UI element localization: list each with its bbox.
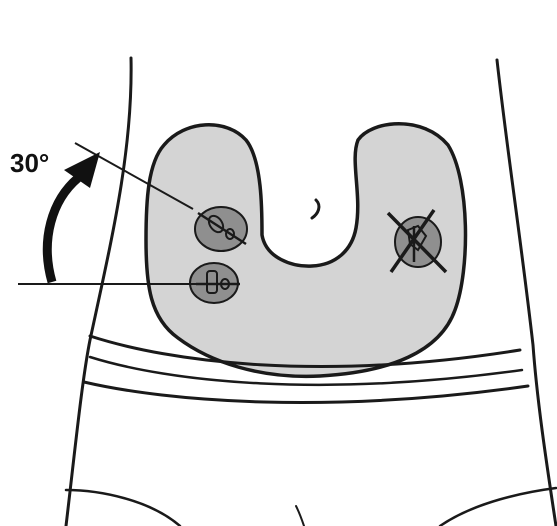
curved-arrow-icon: [47, 152, 100, 282]
stoma-site-upper-left: [195, 207, 247, 251]
underwear-center-seam: [296, 506, 304, 526]
torso-right-outline: [497, 60, 556, 526]
torso-left-outline: [66, 58, 131, 526]
underwear-left-leg-outline: [66, 490, 180, 526]
underwear-right-leg-outline: [440, 488, 556, 526]
navel: [312, 200, 319, 218]
angle-label: 30°: [10, 148, 49, 178]
